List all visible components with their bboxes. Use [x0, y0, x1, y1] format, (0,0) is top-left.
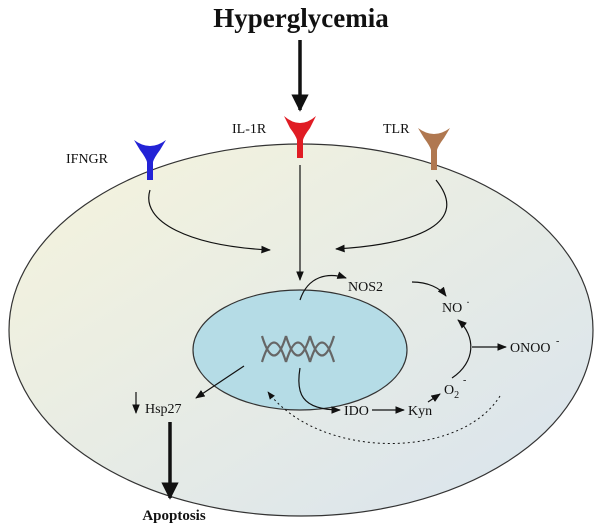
ifngr-label: IFNGR [66, 152, 109, 167]
dna-icon [260, 335, 336, 363]
o2-charge: - [463, 375, 466, 386]
no-radical-dot: · [466, 295, 470, 309]
tlr-label: TLR [383, 122, 410, 137]
onoo-charge: - [556, 336, 559, 347]
nucleus [192, 289, 408, 411]
ifngr-receptor-icon [134, 140, 166, 180]
o2-to-no-arrow [451, 319, 472, 379]
nucleus-to-hsp27-arrow [195, 365, 245, 399]
title: Hyperglycemia [213, 3, 389, 33]
nucleus-to-nos2-arrow [299, 271, 347, 301]
o2-label: O2 [444, 383, 459, 401]
feedback-dotted-arrow [267, 391, 501, 444]
tlr-receptor-icon [418, 128, 450, 170]
no-label: NO [442, 301, 462, 316]
hsp27-label: Hsp27 [145, 402, 182, 417]
apoptosis-label: Apoptosis [142, 508, 206, 524]
kyn-to-o2-arrow [427, 393, 441, 403]
il1r-receptor-icon [284, 116, 316, 158]
onoo-label: ONOO [510, 341, 550, 356]
ido-label: IDO [344, 404, 369, 419]
il1r-label: IL-1R [232, 122, 267, 137]
tlr-signal-arrow [335, 179, 448, 253]
kyn-label: Kyn [408, 404, 432, 419]
nos2-to-no-arrow [411, 281, 447, 297]
nucleus-to-ido-arrow [298, 367, 341, 414]
ifngr-signal-arrow [148, 189, 271, 254]
nos2-label: NOS2 [348, 280, 383, 295]
